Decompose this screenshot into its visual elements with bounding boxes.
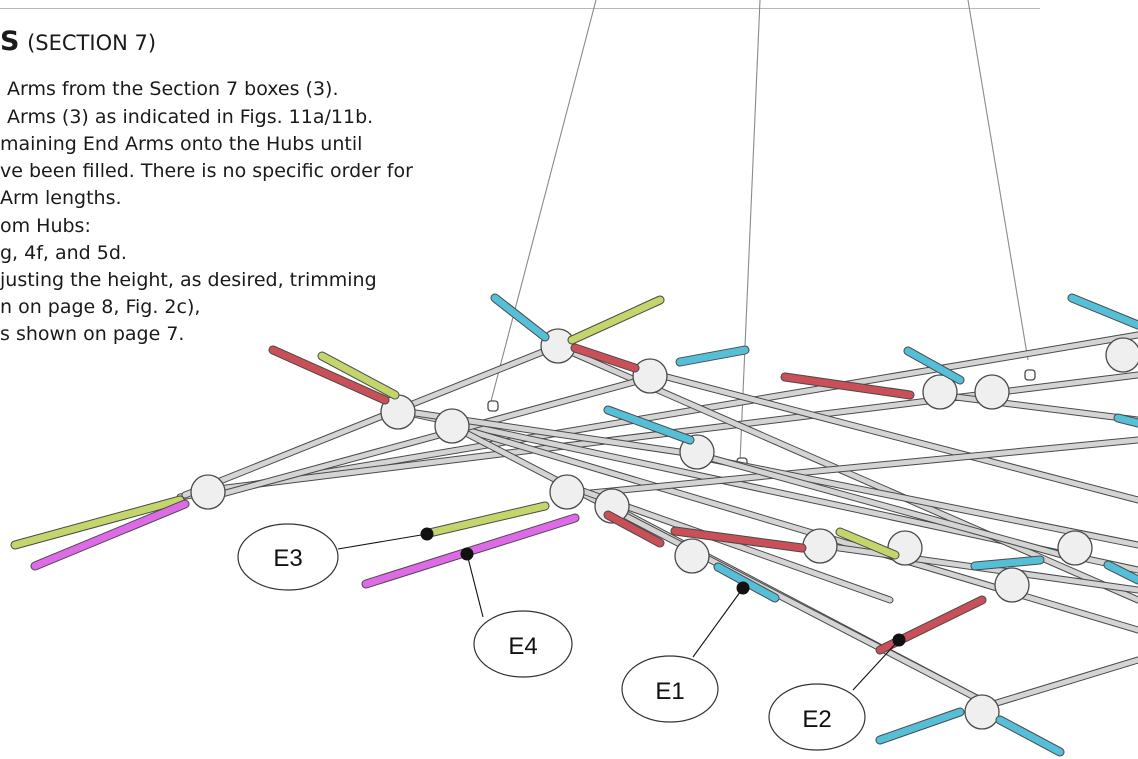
end-arm-green (318, 352, 399, 399)
callout-dot (736, 581, 750, 595)
hub (964, 694, 1000, 730)
suspension-cable (739, 0, 761, 463)
frame-tube (637, 367, 1138, 503)
heading-section-label: (SECTION 7) (27, 31, 157, 55)
end-arm-red (269, 346, 389, 404)
cable-clamp (1024, 369, 1036, 381)
callout-bubble (237, 523, 339, 591)
step-line: n on page 8, Fig. 2c), (0, 296, 201, 318)
end-arm-red (571, 344, 639, 372)
hub (1105, 337, 1138, 373)
callout-bubble (473, 610, 573, 678)
end-arm-green (11, 496, 184, 549)
callout-e2: E2 (768, 683, 866, 751)
frame-tube (697, 452, 1083, 563)
callout-label-e4: E4 (508, 633, 537, 660)
callout-leader (852, 639, 900, 691)
step-line: maining End Arms onto the Hubs until (0, 133, 363, 155)
step-line: Arm lengths. (0, 187, 122, 209)
hub (632, 358, 668, 394)
callout-label-e3: E3 (273, 545, 302, 572)
step-line: Arms from the Section 7 boxes (3). (7, 78, 339, 100)
end-arm-green (568, 296, 664, 344)
frame-tube (577, 487, 893, 603)
callout-e4: E4 (473, 610, 573, 678)
end-arm-blue (876, 708, 964, 744)
callout-leader (337, 533, 428, 550)
callout-leader (692, 587, 744, 658)
hub (1057, 530, 1093, 566)
suspension-cable (967, 0, 1029, 361)
end-arm-blue (1068, 294, 1138, 329)
hub (434, 408, 470, 444)
end-arm-blue (904, 347, 964, 384)
section-heading: S (SECTION 7) (0, 28, 156, 55)
end-arm-red (671, 527, 806, 552)
end-arm-blue (604, 406, 694, 444)
hub (549, 474, 585, 510)
end-arm-group (10, 293, 1138, 757)
suspension-cable (489, 0, 597, 406)
hub (922, 374, 958, 410)
hub (674, 538, 710, 574)
callout-label-e2: E2 (802, 706, 831, 733)
end-arm-blue (1114, 414, 1138, 427)
hub (974, 374, 1010, 410)
frame-tube (197, 372, 663, 503)
step-line: s shown on page 7. (0, 323, 185, 345)
callout-e1: E1 (621, 655, 719, 723)
hub (594, 488, 630, 524)
instruction-block: S (SECTION 7) Arms from the Section 7 bo… (0, 0, 520, 420)
suspension-cables (487, 0, 1036, 469)
callout-label-e1: E1 (655, 678, 684, 705)
frame-tube (177, 332, 1138, 500)
frame-tube (567, 437, 1138, 498)
callout-bubble (621, 655, 719, 723)
top-rule (0, 8, 1040, 9)
end-arm-blue (996, 716, 1064, 756)
hub (887, 530, 923, 566)
callout-dot (892, 633, 906, 647)
end-arm-red (781, 373, 914, 399)
callout-bubble (768, 683, 866, 751)
cable-clamp (487, 400, 499, 412)
end-arm-blue (714, 563, 779, 602)
end-arm-blue (971, 556, 1044, 570)
step-line: om Hubs: (0, 215, 91, 237)
callout-leader-group (337, 527, 906, 691)
end-arm-green (836, 528, 899, 559)
callout-leader (466, 553, 484, 618)
end-arm-magenta (31, 500, 189, 570)
end-arm-blue (676, 346, 749, 366)
hub (190, 474, 226, 510)
step-line: Arms (3) as indicated in Figs. 11a/11b. (7, 106, 374, 128)
callout-e3: E3 (237, 523, 339, 591)
callout-dot (460, 547, 474, 561)
end-arm-green (421, 502, 549, 538)
frame-tube (182, 342, 563, 498)
end-arm-blue (491, 294, 549, 341)
step-line: ve been filled. There is no specific ord… (0, 160, 413, 182)
step-line: g, 4f, and 5d. (0, 242, 127, 264)
hub-group (190, 328, 1138, 730)
end-arm-blue (1104, 561, 1138, 584)
hub (802, 528, 838, 564)
hub (994, 567, 1030, 603)
end-arm-red (604, 511, 664, 547)
callout-dot (420, 527, 434, 541)
step-line: justing the height, as desired, trimming (0, 269, 377, 291)
heading-title-fragment: S (0, 26, 20, 57)
frame-tube (937, 392, 1138, 423)
frame-tube (987, 657, 1138, 708)
